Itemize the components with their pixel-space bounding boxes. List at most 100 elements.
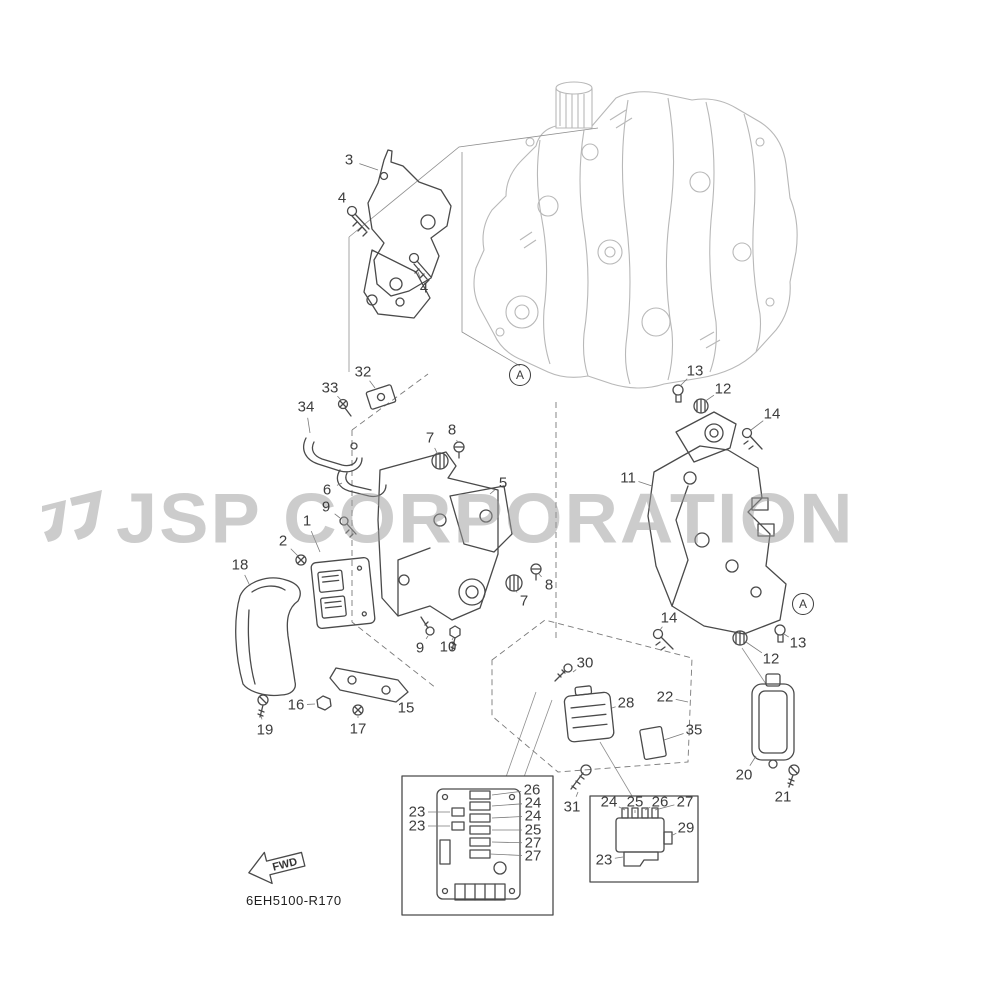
leader-line — [334, 513, 341, 519]
part-callout-33: 33 — [321, 379, 339, 397]
leader-line — [489, 853, 523, 856]
cover-18 — [235, 577, 301, 697]
screw-8-lower — [530, 563, 542, 581]
part-callout-14: 14 — [763, 405, 781, 423]
dashed-enclosures — [351, 373, 693, 773]
leader-line — [750, 420, 764, 431]
screw-19 — [257, 694, 269, 718]
plate-35 — [639, 725, 667, 761]
part-callout-5: 5 — [498, 474, 508, 492]
leader-line — [307, 417, 311, 434]
part-callout-20: 20 — [735, 766, 753, 784]
leader-line — [489, 489, 495, 495]
leader-line — [659, 626, 663, 631]
part-callout-27: 27 — [676, 793, 694, 811]
nut-7-lower — [505, 574, 523, 592]
part-callout-16: 16 — [287, 696, 305, 714]
leader-line — [425, 635, 429, 640]
part-callout-23: 23 — [408, 803, 426, 821]
part-callout-25: 25 — [626, 793, 644, 811]
grommet-13-upper — [672, 384, 684, 403]
leader-line — [451, 637, 454, 641]
part-callout-8: 8 — [544, 576, 554, 594]
leader-line — [654, 804, 675, 811]
part-callout-26: 26 — [651, 793, 669, 811]
leader-line — [491, 803, 523, 807]
part-callout-24: 24 — [524, 794, 542, 812]
fuse-detail-box — [401, 775, 554, 916]
part-callout-13: 13 — [686, 362, 704, 380]
screw-9-lower — [420, 616, 435, 636]
bolt-14-lower — [652, 628, 674, 651]
part-callout-21: 21 — [774, 788, 792, 806]
leader-line — [244, 574, 251, 587]
leader-line — [572, 669, 577, 673]
leader-line — [538, 573, 542, 578]
bolt-14-upper — [741, 427, 763, 450]
leader-line — [337, 395, 342, 401]
leader-line — [456, 439, 459, 444]
part-callout-30: 30 — [576, 654, 594, 672]
leader-line — [398, 697, 401, 700]
clamp-34 — [303, 437, 363, 473]
part-callout-29: 29 — [677, 819, 695, 837]
part-callout-15: 15 — [397, 699, 415, 717]
leader-line — [290, 548, 299, 557]
leader-line — [491, 790, 522, 796]
drawing-code: 6EH5100-R170 — [246, 893, 342, 908]
leader-line — [749, 755, 757, 766]
screw-30 — [554, 663, 573, 682]
leader-line — [434, 447, 439, 456]
leader-line — [611, 706, 616, 709]
part-callout-12: 12 — [714, 380, 732, 398]
part-callout-19: 19 — [256, 721, 274, 739]
part-callout-24: 24 — [524, 807, 542, 825]
fwd-label: FWD — [271, 856, 298, 874]
screw-21 — [787, 764, 800, 788]
collar-12-lower — [732, 630, 748, 646]
part-callout-3: 3 — [344, 151, 354, 169]
collar-12-upper — [693, 398, 709, 414]
screw-31 — [570, 764, 592, 790]
reference-point-A: A — [509, 364, 531, 386]
leader-line — [260, 715, 263, 720]
bolt-4-lower — [408, 252, 432, 285]
part-callout-9: 9 — [321, 498, 331, 516]
part-callout-14: 14 — [660, 609, 678, 627]
bracket-15 — [329, 667, 409, 703]
part-callout-1: 1 — [302, 512, 312, 530]
grommet-13-lower — [774, 624, 786, 643]
part-callout-17: 17 — [349, 720, 367, 738]
screw-2 — [295, 554, 307, 566]
leader-line — [679, 378, 688, 387]
assembly-frame-lines — [348, 127, 767, 797]
engine-block — [473, 81, 798, 389]
leader-line — [663, 733, 684, 741]
part-callout-4: 4 — [419, 279, 429, 297]
part-callout-35: 35 — [685, 721, 703, 739]
part-callout-23: 23 — [408, 817, 426, 835]
leader-line — [491, 841, 523, 844]
part-callout-34: 34 — [297, 398, 315, 416]
part-callout-8: 8 — [447, 421, 457, 439]
rectifier-28 — [563, 685, 615, 743]
part-callout-24: 24 — [600, 793, 618, 811]
part-callout-4: 4 — [337, 189, 347, 207]
reference-point-A: A — [792, 593, 814, 615]
ecu-1 — [310, 556, 376, 630]
leader-line — [417, 271, 421, 278]
part-callout-18: 18 — [231, 556, 249, 574]
part-callout-27: 27 — [524, 834, 542, 852]
leader-line — [783, 633, 789, 638]
part-callout-23: 23 — [595, 851, 613, 869]
clamp-6 — [336, 469, 387, 498]
mount-bracket-3 — [363, 149, 452, 319]
part-callout-12: 12 — [762, 650, 780, 668]
part-callout-25: 25 — [524, 821, 542, 839]
bolt-10 — [449, 625, 461, 651]
screw-33 — [337, 398, 352, 417]
part-callout-7: 7 — [425, 429, 435, 447]
bracket-5 — [377, 451, 499, 621]
